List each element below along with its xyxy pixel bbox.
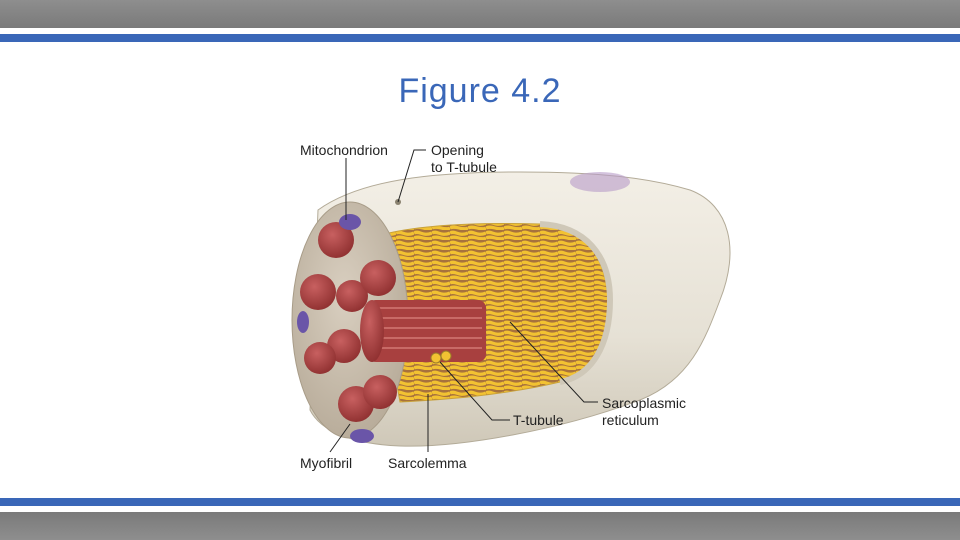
myofibril-strand <box>360 300 486 362</box>
myofibril <box>300 274 336 310</box>
bottom-gray-band <box>0 512 960 540</box>
t-tubule-opening <box>440 350 452 362</box>
label-mitochondrion: Mitochondrion <box>300 142 388 158</box>
mitochondrion-shape <box>297 311 309 333</box>
mitochondria <box>297 214 374 443</box>
myofibrils <box>300 222 486 422</box>
myofibril <box>304 342 336 374</box>
label-t-tubule: T-tubule <box>513 412 564 428</box>
myofibril <box>360 260 396 296</box>
label-opening-line1: Opening <box>431 142 484 158</box>
bottom-blue-stripe <box>0 498 960 506</box>
t-tubule-opening <box>430 352 442 364</box>
myofibril <box>336 280 368 312</box>
mitochondrion-shape <box>339 214 361 230</box>
slide-title: Figure 4.2 <box>398 72 562 110</box>
label-sarcoplasmic-line1: Sarcoplasmic <box>602 395 686 411</box>
label-sarcoplasmic-line2: reticulum <box>602 412 659 428</box>
surface-mitochondrion <box>570 172 630 192</box>
top-gray-band <box>0 0 960 28</box>
myofibril <box>318 222 354 258</box>
leader-lines <box>329 149 598 453</box>
label-myofibril: Myofibril <box>300 455 352 471</box>
top-blue-stripe <box>0 34 960 42</box>
label-sarcolemma: Sarcolemma <box>388 455 467 471</box>
label-opening-line2: to T-tubule <box>431 159 497 175</box>
mitochondrion-shape <box>350 429 374 443</box>
myofibril <box>363 375 397 409</box>
